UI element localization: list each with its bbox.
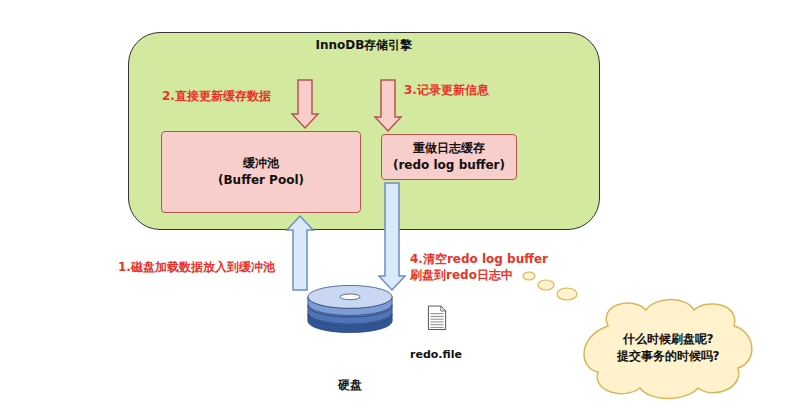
file-text-line	[430, 324, 443, 325]
disk-drawing	[285, 284, 415, 364]
cloud-note: 什么时候刷盘呢? 提交事务的时候吗?	[604, 331, 732, 365]
buffer-box: 缓冲池(Buffer Pool)	[161, 131, 361, 213]
file-icon: redo.file	[408, 304, 464, 362]
cloud-outline	[578, 296, 758, 400]
file-fold	[441, 306, 446, 311]
file-drawing	[408, 304, 464, 344]
buffer-box: 重做日志缓存(redo log buffer)	[381, 134, 517, 180]
cloud-shape	[584, 300, 752, 399]
thought-bubble	[523, 272, 535, 280]
engine-region: InnoDB存储引擎缓冲池(Buffer Pool) 重做日志缓存(redo lo…	[128, 32, 600, 230]
box-subtitle: (redo log buffer)	[393, 157, 505, 174]
box-subtitle: (Buffer Pool)	[218, 172, 304, 189]
box-title: 缓冲池	[243, 155, 279, 172]
step-label: 1.磁盘加载数据放入到缓冲池	[118, 259, 293, 275]
box-title: 重做日志缓存	[413, 140, 485, 157]
disk-platter-top	[308, 285, 392, 308]
thought-cloud: 什么时候刷盘呢? 提交事务的时候吗?	[578, 296, 758, 400]
step-label: 4.清空redo log buffer 刷盘到redo日志中	[410, 251, 570, 283]
box-title: redo.file	[410, 347, 462, 362]
region-title: InnoDB存储引擎	[129, 37, 599, 54]
disk-symbol: 硬盘	[285, 284, 415, 396]
file-page	[428, 306, 445, 329]
file-text-line	[430, 319, 443, 320]
file-text-line	[430, 327, 443, 328]
file-text-line	[430, 313, 443, 314]
file-text-line	[430, 321, 443, 322]
thought-bubble	[538, 280, 554, 290]
thought-bubble	[557, 288, 577, 300]
file-text-line	[430, 316, 443, 317]
step-label: 3.记录更新信息	[404, 82, 534, 98]
box-title: 硬盘	[338, 377, 362, 394]
step-label: 2.直接更新缓存数据	[162, 88, 302, 104]
disk-spindle	[340, 294, 360, 300]
